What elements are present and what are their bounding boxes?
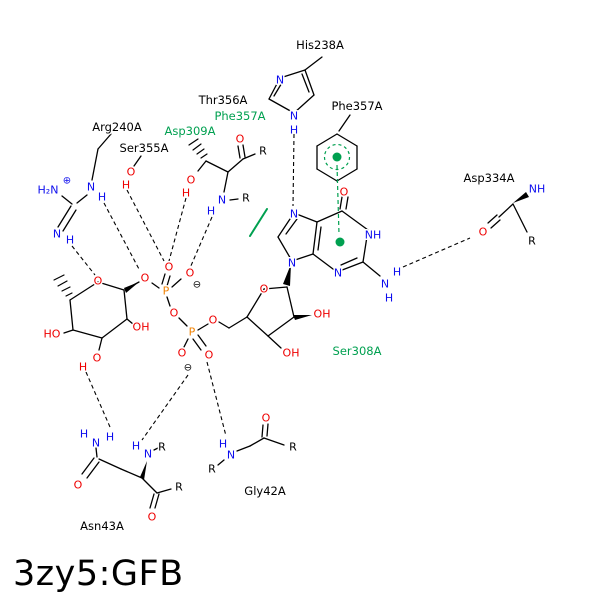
r-group-label: R bbox=[242, 192, 250, 205]
atom-label: O bbox=[178, 347, 187, 360]
r-group-label: R bbox=[289, 441, 297, 454]
aromatic-ring-center-dot bbox=[335, 237, 345, 247]
atom-label: N bbox=[144, 448, 152, 461]
r-group-label: R bbox=[208, 463, 216, 476]
atom-label: NH bbox=[365, 229, 382, 242]
atom-label: O bbox=[340, 186, 349, 199]
atom-label: H bbox=[79, 361, 87, 374]
atom-label: O bbox=[127, 166, 136, 179]
atom-label: N bbox=[218, 194, 226, 207]
atom-label: H bbox=[98, 191, 106, 204]
residue-label: Asp309A bbox=[165, 124, 216, 138]
atom-label: O bbox=[74, 479, 83, 492]
negative-charge-symbol: ⊖ bbox=[193, 280, 201, 291]
positive-charge-symbol: ⊕ bbox=[63, 176, 71, 187]
atom-label: N bbox=[290, 208, 298, 221]
atom-label: N bbox=[53, 228, 61, 241]
atom-label: H bbox=[290, 124, 298, 137]
residue-label: Ser355A bbox=[120, 141, 169, 155]
atom-label: OH bbox=[133, 321, 150, 334]
r-group-label: R bbox=[528, 235, 536, 248]
atom-label: N bbox=[334, 267, 342, 280]
atom-label: O bbox=[236, 133, 245, 146]
hashed-wedge-methyl bbox=[188, 138, 208, 159]
aromatic-ring-circle bbox=[323, 143, 351, 171]
atom-label: N bbox=[290, 110, 298, 123]
atom-label: OH bbox=[314, 308, 331, 321]
atom-label: OH bbox=[283, 347, 300, 360]
atom-label: H bbox=[393, 266, 401, 279]
atom-label: O bbox=[205, 349, 214, 362]
hydrogen-bond-dashes bbox=[71, 133, 471, 441]
atom-label: N bbox=[276, 74, 284, 87]
negative-charge-symbol: ⊖ bbox=[184, 363, 192, 374]
atom-label: H bbox=[132, 440, 140, 453]
atom-label: H bbox=[122, 179, 130, 192]
residue-label: Phe357A bbox=[214, 109, 265, 123]
aromatic-ring-center-dot bbox=[332, 152, 342, 162]
atom-label: N bbox=[381, 278, 389, 291]
pi-stacking-dash bbox=[336, 164, 340, 235]
atom-label: O bbox=[93, 352, 102, 365]
hashed-wedge-methyl bbox=[53, 274, 73, 297]
atom-label: O bbox=[148, 511, 157, 524]
atom-label: H bbox=[219, 438, 227, 451]
atom-label: P bbox=[189, 326, 196, 339]
atom-label: O bbox=[479, 226, 488, 239]
residue-label: Arg240A bbox=[92, 120, 142, 134]
atom-label: H bbox=[106, 431, 114, 444]
atom-label: H bbox=[385, 292, 393, 305]
residue-label: Asn43A bbox=[80, 519, 124, 533]
residue-label: His238A bbox=[296, 38, 344, 52]
atom-label: O bbox=[186, 267, 195, 280]
residue-label: Ser308A bbox=[333, 344, 382, 358]
atom-label: O bbox=[94, 275, 103, 288]
atom-label: O bbox=[260, 283, 269, 296]
hydrophobic-contact-mark bbox=[249, 208, 268, 237]
residue-label: Asp334A bbox=[464, 171, 515, 185]
atom-label: H bbox=[207, 205, 215, 218]
atom-label: O bbox=[170, 307, 179, 320]
atom-label: H bbox=[80, 428, 88, 441]
atom-label: P bbox=[163, 285, 170, 298]
r-group-label: R bbox=[158, 441, 166, 454]
atom-label: N bbox=[288, 257, 296, 270]
atom-label: NH bbox=[529, 183, 546, 196]
atom-label: H₂N bbox=[38, 184, 59, 197]
residue-labels: His238A Thr356A Phe357A Phe357A Arg240A Asp30… bbox=[79, 37, 516, 535]
atom-label: N bbox=[87, 181, 95, 194]
covalent-bonds bbox=[53, 56, 529, 509]
residue-label: Thr356A bbox=[198, 93, 248, 107]
residue-label: Phe357A bbox=[331, 99, 382, 113]
atom-label: O bbox=[262, 412, 271, 425]
atom-label: HO bbox=[44, 328, 61, 341]
aromatic-interaction-marks bbox=[249, 143, 351, 247]
r-group-label: R bbox=[175, 481, 183, 494]
structure-id-label: 3zy5:GFB bbox=[13, 554, 184, 594]
atom-label: N bbox=[227, 449, 235, 462]
atom-label: O bbox=[209, 314, 218, 327]
atom-label: N bbox=[92, 437, 100, 450]
atom-label: O bbox=[187, 174, 196, 187]
atom-label: O bbox=[141, 272, 150, 285]
atom-label: H bbox=[182, 187, 190, 200]
atom-label: H bbox=[66, 234, 74, 247]
residue-label: Gly42A bbox=[244, 484, 286, 498]
r-group-label: R bbox=[259, 145, 267, 158]
atom-label: O bbox=[165, 261, 174, 274]
